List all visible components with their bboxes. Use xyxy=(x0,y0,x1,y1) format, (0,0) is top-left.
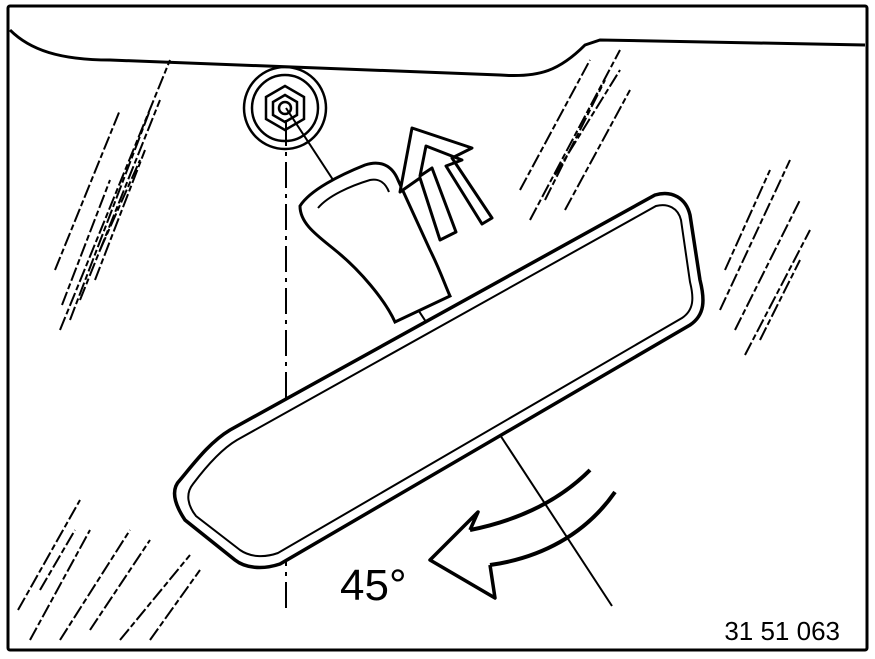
rear-view-mirror xyxy=(172,191,705,570)
mirror-bevel xyxy=(187,204,694,558)
angle-label: 45° xyxy=(340,561,407,610)
glass-hatching xyxy=(17,49,811,641)
diagram-frame xyxy=(6,4,869,652)
mirror-arm-inner xyxy=(317,178,390,209)
mount-bolt xyxy=(242,65,328,151)
figure-number: 31 51 063 xyxy=(724,616,840,646)
lift-arrow xyxy=(398,126,494,242)
headliner-edge xyxy=(8,28,866,78)
mirror-arm xyxy=(298,161,452,325)
rotate-arrow xyxy=(428,468,617,600)
